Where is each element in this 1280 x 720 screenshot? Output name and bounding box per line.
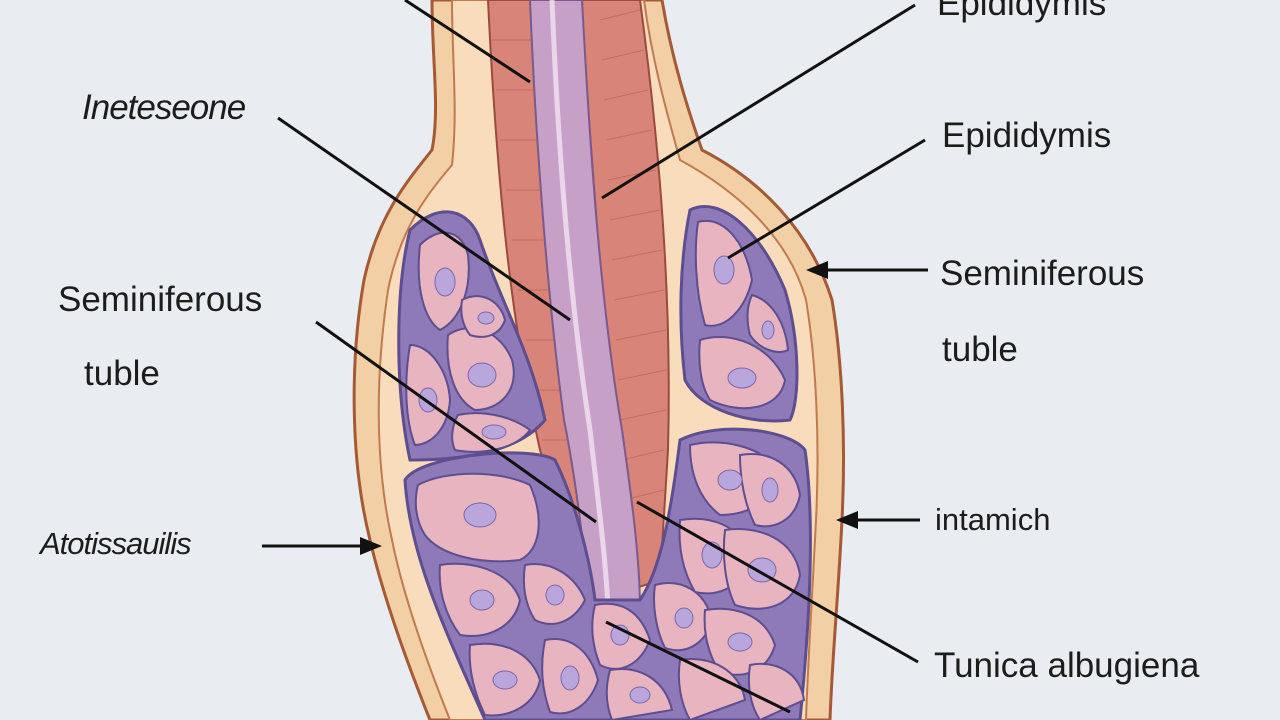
lower-nuclei <box>463 469 779 704</box>
label-intamich: intamich <box>935 502 1051 537</box>
leader-line-seminiferous-left <box>315 320 597 524</box>
right-upper-nuclei <box>713 255 775 389</box>
leader-line-epididymis <box>727 138 926 260</box>
label-testosterone: Ineteseone <box>82 88 246 127</box>
arrowhead-atotissauilis <box>360 537 382 555</box>
leader-line-testosterone <box>277 116 571 322</box>
label-seminiferous-left-line1: Seminiferous <box>58 280 263 319</box>
label-seminiferous-right-line1: Seminiferous <box>940 254 1145 293</box>
arrowheads <box>360 261 858 555</box>
left-upper-nuclei <box>418 267 507 440</box>
leader-lines <box>262 0 928 714</box>
label-epididymis: Epididymis <box>942 116 1112 155</box>
arrowhead-seminiferous-right <box>806 261 828 279</box>
label-tunica-albugiena: Tunica albugiena <box>934 646 1200 685</box>
label-seminiferous-left-line2: tuble <box>84 354 160 393</box>
label-atotissauilis: Atotissauilis <box>40 526 192 561</box>
leader-line-top-left <box>404 0 531 84</box>
central-duct-highlight <box>549 0 611 611</box>
arrowhead-intamich <box>836 511 858 529</box>
leader-line-bottom <box>605 620 791 714</box>
leader-line-top-right <box>601 3 916 200</box>
label-seminiferous-right-line2: tuble <box>942 330 1018 369</box>
label-epididymis-top: Epididymis <box>937 0 1107 23</box>
leader-line-tunica <box>636 500 919 664</box>
muscle-striations <box>492 9 667 501</box>
